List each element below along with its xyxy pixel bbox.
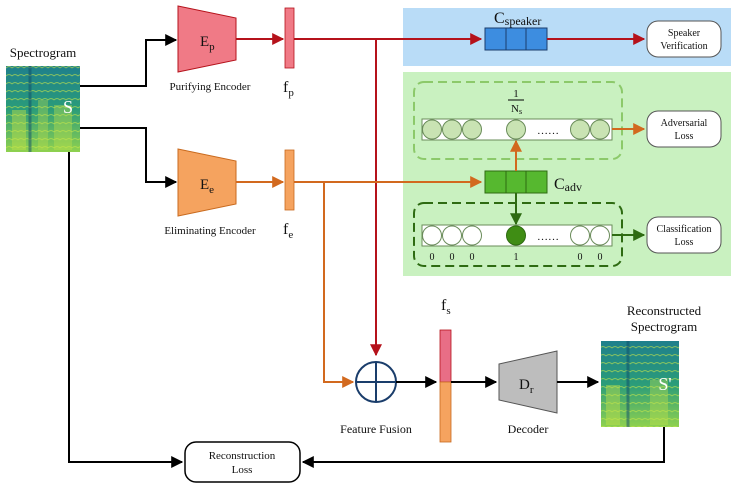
decoder-shape <box>498 350 558 414</box>
classifier-speaker <box>484 27 548 51</box>
feature-fusion-node <box>355 361 397 403</box>
feature-fe-bar <box>284 149 295 211</box>
arrow-output-to-recloss <box>301 427 665 468</box>
input-spectrogram <box>6 66 80 152</box>
spectrogram-symbol: S <box>63 97 73 117</box>
classification-loss-box <box>646 216 722 254</box>
reconstructed-title-line1: Reconstructed <box>627 303 702 318</box>
onehot-digit-3: 0 <box>470 252 475 263</box>
onehot-digit-4: 1 <box>514 252 519 263</box>
onehot-digit-1: 0 <box>430 252 435 263</box>
adv-vector-ellipsis: …… <box>537 125 559 137</box>
adversarial-group <box>413 81 623 160</box>
arrow-spec-to-recloss <box>68 152 184 468</box>
speaker-verification-box <box>646 20 722 58</box>
classifier-adv-label: Cadv <box>554 176 582 194</box>
reconstruction-loss-box <box>184 441 301 483</box>
decoder-symbol: Dr <box>519 377 534 396</box>
onehot-vector <box>421 224 613 247</box>
speaker-verification-line1: Speaker <box>668 28 701 39</box>
eliminating-encoder-label: Eliminating Encoder <box>164 225 256 237</box>
purifying-encoder-symbol: Ep <box>200 34 215 53</box>
arrow-fe-to-fusion <box>323 182 355 388</box>
adv-frac-num: 1 <box>513 88 519 100</box>
feature-fusion-label: Feature Fusion <box>340 422 412 436</box>
spectrogram-title: Spectrogram <box>10 45 76 60</box>
decoder-label: Decoder <box>508 422 549 436</box>
onehot-digit-6: 0 <box>598 252 603 263</box>
feature-fp-bar <box>284 7 295 69</box>
feature-fe-label: fe <box>283 221 293 241</box>
speaker-verification-line2: Verification <box>660 41 707 52</box>
onehot-digit-2: 0 <box>450 252 455 263</box>
adversarial-loss-box <box>646 110 722 148</box>
adversarial-loss-line2: Loss <box>675 131 694 142</box>
reconstruction-loss-line1: Reconstruction <box>209 450 276 462</box>
classification-loss-line1: Classification <box>657 224 712 235</box>
feature-fs-bottom <box>439 381 452 443</box>
arrow-spec-to-purifying <box>80 34 178 87</box>
purifying-encoder-shape <box>177 5 237 73</box>
feature-fs-top <box>439 329 452 383</box>
adv-frac-den: Ns <box>511 103 522 116</box>
eliminating-encoder-symbol: Ee <box>200 177 214 196</box>
classification-loss-line2: Loss <box>675 237 694 248</box>
purifying-encoder-label: Purifying Encoder <box>170 81 251 93</box>
onehot-digit-5: 0 <box>578 252 583 263</box>
onehot-vector-ellipsis: …… <box>537 231 559 243</box>
arrow-spec-to-eliminating <box>80 127 178 188</box>
feature-fs-label: fs <box>441 297 451 317</box>
eliminating-encoder-shape <box>177 148 237 217</box>
reconstruction-loss-line2: Loss <box>232 464 253 476</box>
classifier-adv <box>484 170 548 194</box>
reconstructed-title-line2: Spectrogram <box>631 319 697 334</box>
adversarial-loss-line1: Adversarial <box>661 118 708 129</box>
adv-vector <box>421 118 613 141</box>
feature-fp-label: fp <box>283 79 294 99</box>
reconstructed-spectrogram <box>601 341 679 427</box>
reconstructed-symbol: S' <box>658 374 671 394</box>
classifier-speaker-label: Cspeaker <box>494 10 541 28</box>
